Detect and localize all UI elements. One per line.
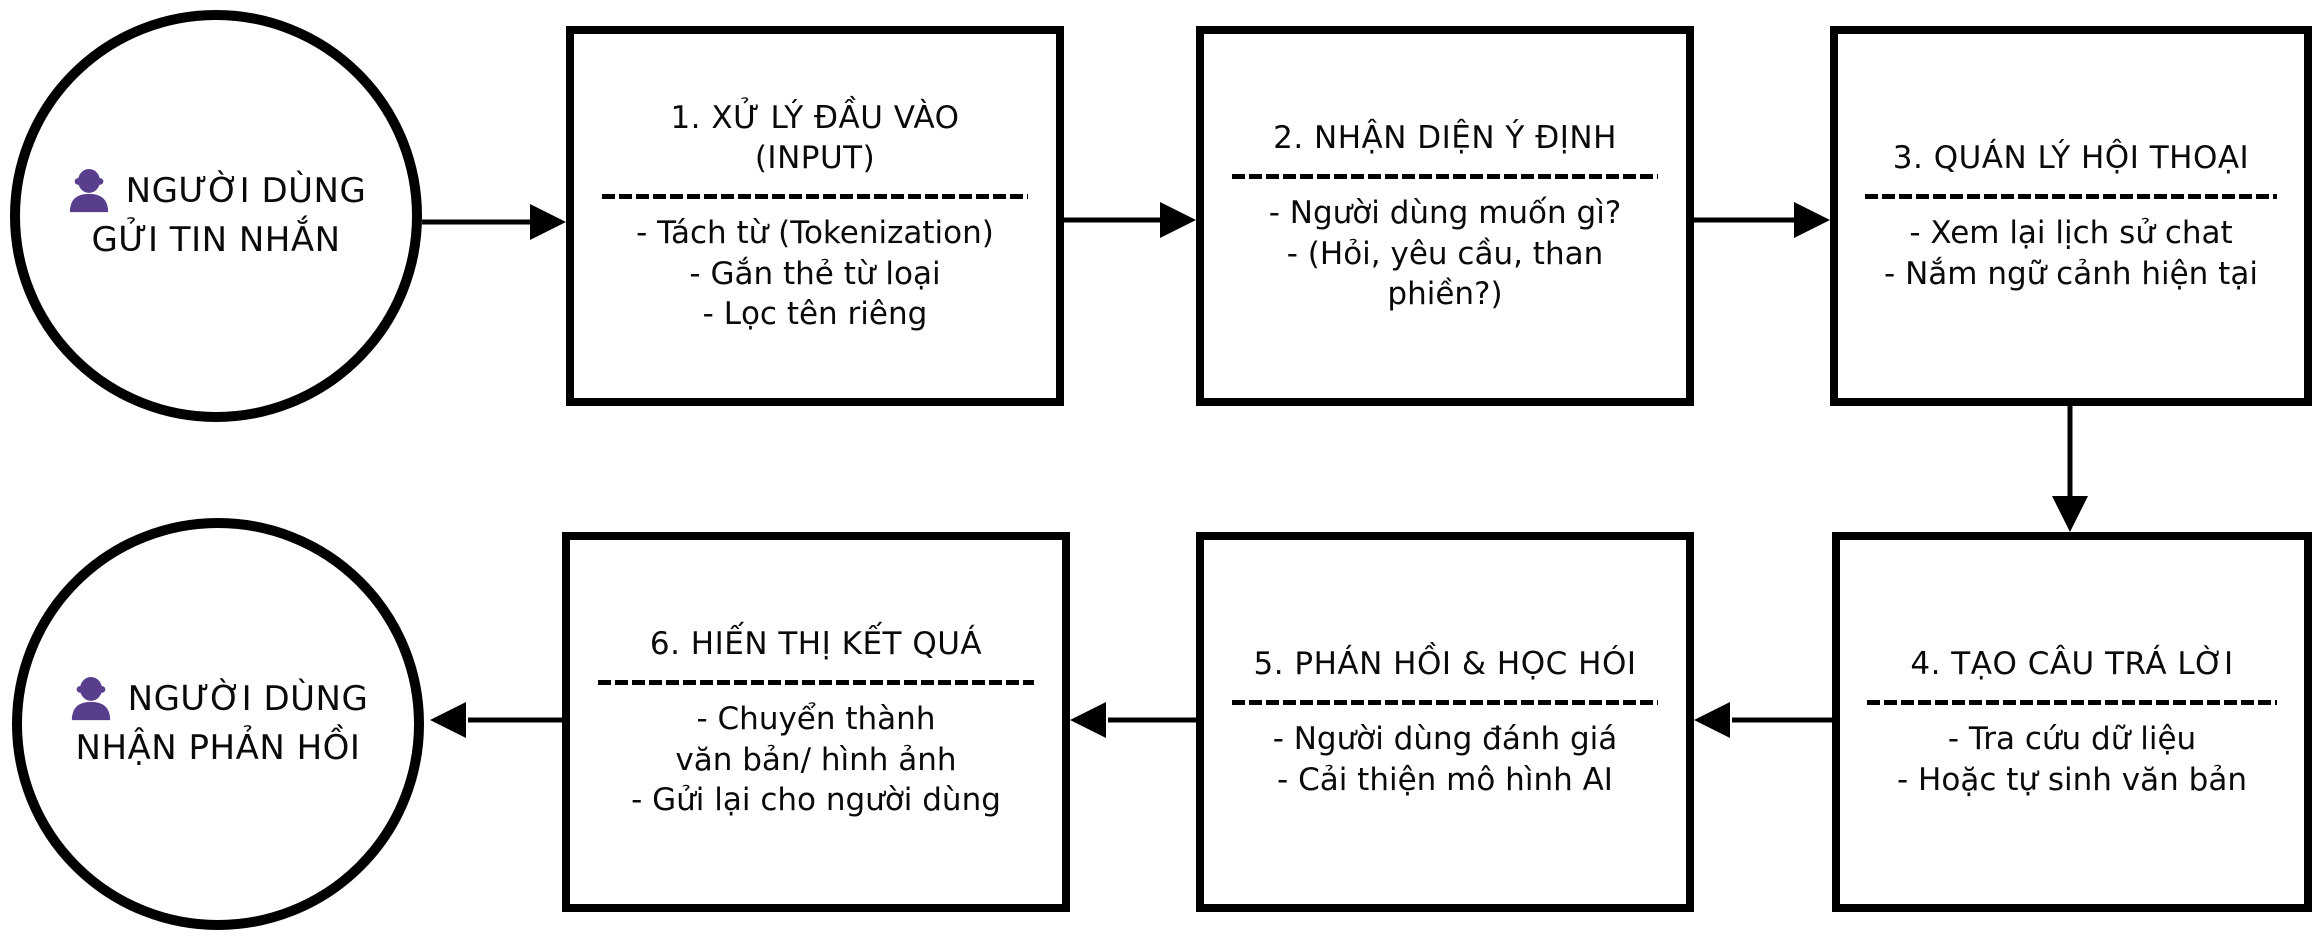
step-item: - Gửi lại cho người dùng bbox=[631, 781, 1001, 818]
arrow-start-to-step1 bbox=[422, 204, 566, 240]
step-item: - Người dùng đánh giá bbox=[1272, 721, 1618, 758]
dashed-divider bbox=[1231, 174, 1659, 180]
step-item: - Cải thiện mô hình AI bbox=[1277, 761, 1613, 798]
step-title: 2. NHẬN DIỆN Ý ĐỊNH bbox=[1273, 119, 1617, 156]
step-item: - Chuyển thành văn bản/ hình ảnh bbox=[675, 701, 957, 778]
step-item: - Tra cứu dữ liệu bbox=[1947, 721, 2197, 758]
step-box-2: 2. NHẬN DIỆN Ý ĐỊNH - Người dùng muốn gì… bbox=[1196, 26, 1694, 406]
step-title: 1. XỬ LÝ ĐẦU VÀO (INPUT) bbox=[670, 99, 960, 177]
arrow-step4-to-step5 bbox=[1694, 702, 1832, 738]
arrow-step1-to-step2 bbox=[1064, 202, 1196, 238]
arrow-step3-to-step4 bbox=[2052, 406, 2088, 532]
step-item: - Lọc tên riêng bbox=[702, 295, 928, 332]
end-node-line1: NGƯỜI DÙNG bbox=[68, 675, 369, 724]
step-box-4: 4. TẠO CÂU TRÁ LỜI - Tra cứu dữ liệu - H… bbox=[1832, 532, 2312, 912]
person-icon bbox=[69, 169, 108, 213]
dashed-divider bbox=[1865, 194, 2277, 200]
arrow-step2-to-step3 bbox=[1694, 202, 1830, 238]
step-title: 5. PHÁN HỒI & HỌC HÓI bbox=[1253, 646, 1637, 683]
step-item: - Nắm ngữ cảnh hiện tại bbox=[1884, 255, 2258, 292]
step-item: - Hoặc tự sinh văn bản bbox=[1897, 761, 2247, 798]
step-item: - Gắn thẻ từ loại bbox=[689, 255, 941, 292]
step-item: - Xem lại lịch sử chat bbox=[1909, 215, 2233, 252]
dashed-divider bbox=[597, 680, 1035, 686]
start-node-line2: GỬI TIN NHẮN bbox=[91, 220, 341, 260]
end-node: NGƯỜI DÙNG NHẬN PHẢN HỒI bbox=[12, 518, 424, 930]
step-title: 4. TẠO CÂU TRÁ LỜI bbox=[1910, 646, 2234, 683]
step-box-5: 5. PHÁN HỒI & HỌC HÓI - Người dùng đánh … bbox=[1196, 532, 1694, 912]
person-icon bbox=[71, 677, 110, 721]
step-item: - Người dùng muốn gì? bbox=[1268, 195, 1622, 232]
dashed-divider bbox=[601, 194, 1029, 200]
end-node-label: NGƯỜI DÙNG bbox=[127, 678, 369, 719]
step-title: 3. QUÁN LÝ HỘI THOẠI bbox=[1892, 140, 2250, 177]
dashed-divider bbox=[1867, 700, 2277, 706]
start-node-line1: NGƯỜI DÙNG bbox=[66, 167, 367, 216]
start-node: NGƯỜI DÙNG GỬI TIN NHẮN bbox=[10, 10, 422, 422]
step-box-6: 6. HIẾN THỊ KẾT QUÁ - Chuyển thành văn b… bbox=[562, 532, 1070, 912]
step-title: 6. HIẾN THỊ KẾT QUÁ bbox=[649, 625, 983, 662]
end-node-line2: NHẬN PHẢN HỒI bbox=[75, 728, 361, 768]
step-item: - (Hỏi, yêu cầu, than phiền?) bbox=[1286, 235, 1604, 312]
arrow-step5-to-step6 bbox=[1070, 702, 1196, 738]
start-node-label: NGƯỜI DÙNG bbox=[125, 170, 367, 211]
step-box-3: 3. QUÁN LÝ HỘI THOẠI - Xem lại lịch sử c… bbox=[1830, 26, 2312, 406]
step-box-1: 1. XỬ LÝ ĐẦU VÀO (INPUT) - Tách từ (Toke… bbox=[566, 26, 1064, 406]
dashed-divider bbox=[1231, 700, 1659, 706]
arrow-step6-to-end bbox=[430, 702, 562, 738]
step-item: - Tách từ (Tokenization) bbox=[636, 215, 994, 252]
